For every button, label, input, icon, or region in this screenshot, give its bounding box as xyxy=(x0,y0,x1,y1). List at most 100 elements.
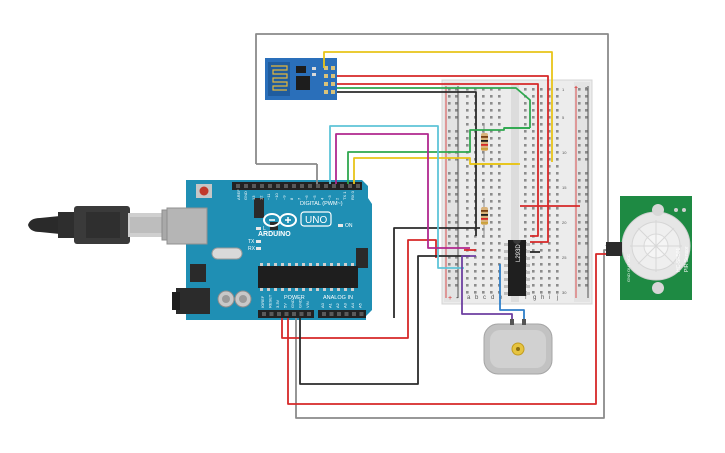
pin-label: ~10 xyxy=(274,192,279,200)
pin-label: ~9 xyxy=(281,195,286,200)
wires xyxy=(255,33,609,419)
pin-label: A4 xyxy=(350,302,355,308)
usb-jack xyxy=(166,207,208,245)
pin-label: VIN xyxy=(305,301,310,308)
arduino-logo xyxy=(263,213,297,227)
arduino-uno-board: L TX RX ON ARDUINO UNO DIGITAL (PW xyxy=(166,180,372,320)
arduino-brand: ARDUINO xyxy=(258,231,291,238)
digital-pin-header xyxy=(232,182,362,190)
row-number: 25 xyxy=(562,255,567,260)
motor-terminal xyxy=(510,319,514,325)
wire-cyan xyxy=(329,125,464,269)
antenna-trace xyxy=(271,65,288,91)
pin-label: 3.3V xyxy=(275,299,280,308)
column-label: e xyxy=(499,295,503,301)
wire-black xyxy=(393,227,480,318)
wire-blue xyxy=(499,264,525,322)
wire-red xyxy=(337,75,549,162)
column-label: c xyxy=(483,295,486,301)
pir-pin-header xyxy=(606,242,622,256)
wire-black xyxy=(299,255,470,385)
led-l-label: L xyxy=(263,226,266,232)
row-number: 5 xyxy=(562,115,565,120)
wire-purple xyxy=(461,255,513,322)
column-label: i xyxy=(549,295,550,301)
rx-label: RX xyxy=(248,246,256,252)
pin-label: A3 xyxy=(343,302,348,308)
power-header-label: POWER xyxy=(284,295,305,301)
pir-model: HC-SR501 xyxy=(676,248,682,272)
pin-label: A0 xyxy=(320,302,325,308)
pin-label: 2 xyxy=(335,197,340,200)
wire-red xyxy=(337,83,539,237)
usb-cable xyxy=(28,206,191,244)
resistor-2 xyxy=(481,198,488,238)
analog-pin-header xyxy=(318,310,366,318)
pin-label: 7 xyxy=(297,197,302,200)
rail-plus-label: + xyxy=(448,295,452,302)
motor-terminal xyxy=(522,319,526,325)
pin-label: ~3 xyxy=(327,195,332,200)
esp8266-wifi-module xyxy=(265,58,337,100)
wire-gray xyxy=(295,249,606,419)
pir-title: PIR Sensor xyxy=(684,246,690,272)
wire-magenta xyxy=(335,133,470,249)
pin-label: ~11 xyxy=(266,193,271,200)
pin-label: 4 xyxy=(319,197,324,200)
power-pin-header xyxy=(258,310,314,318)
crystal xyxy=(211,247,243,260)
wire-red xyxy=(281,239,437,339)
pin-label: A2 xyxy=(335,302,340,308)
pin-label: ~5 xyxy=(312,195,317,200)
pin-label: 13 xyxy=(251,195,256,200)
analog-header-label: ANALOG IN xyxy=(323,295,353,301)
voltage-regulator xyxy=(190,264,206,282)
pin-label: RESET xyxy=(268,294,273,308)
rail-minus-label: - xyxy=(456,295,459,302)
pin-label: A5 xyxy=(358,302,363,308)
power-jack xyxy=(176,288,210,314)
pin-label: IOREF xyxy=(260,295,265,308)
row-number: 15 xyxy=(562,185,567,190)
pin-label: AREF xyxy=(236,189,241,200)
esp-chip xyxy=(296,76,310,90)
resistor-1 xyxy=(481,124,488,162)
wire-green xyxy=(337,87,531,128)
wire-black xyxy=(337,91,477,236)
row-number: 20 xyxy=(562,220,567,225)
wire-red xyxy=(530,162,549,243)
led-l xyxy=(256,227,261,230)
pin-label: GND xyxy=(290,299,295,308)
driver-chip-label: L293D xyxy=(516,244,522,262)
pin-label: RX 0 xyxy=(350,190,355,200)
led-rx xyxy=(256,247,261,250)
pir-pins-label: GND OUT VCC xyxy=(626,254,631,282)
pir-motion-sensor: PIR Sensor HC-SR501 GND OUT VCC xyxy=(606,196,692,300)
column-label: f xyxy=(525,295,527,301)
tx-label: TX xyxy=(248,239,255,245)
pin-label: 5V xyxy=(283,303,288,308)
column-label: b xyxy=(475,295,479,301)
pin-label: 8 xyxy=(289,197,294,200)
wire-yellow xyxy=(323,51,553,162)
pin-label: GND xyxy=(298,299,303,308)
dc-motor xyxy=(483,319,553,375)
row-number: 1 xyxy=(562,87,565,92)
column-label: g xyxy=(533,295,536,301)
uno-badge xyxy=(300,211,332,227)
pin-label: 12 xyxy=(259,195,264,200)
icsp-header xyxy=(356,248,368,268)
digital-header-label: DIGITAL (PWM~) xyxy=(300,201,343,207)
row-number: 30 xyxy=(562,290,567,295)
row-number: 10 xyxy=(562,150,567,155)
led-tx xyxy=(256,240,261,243)
pin-label: ~6 xyxy=(304,195,309,200)
column-label: j xyxy=(556,295,558,301)
pin-label: TX 1 xyxy=(342,191,347,200)
